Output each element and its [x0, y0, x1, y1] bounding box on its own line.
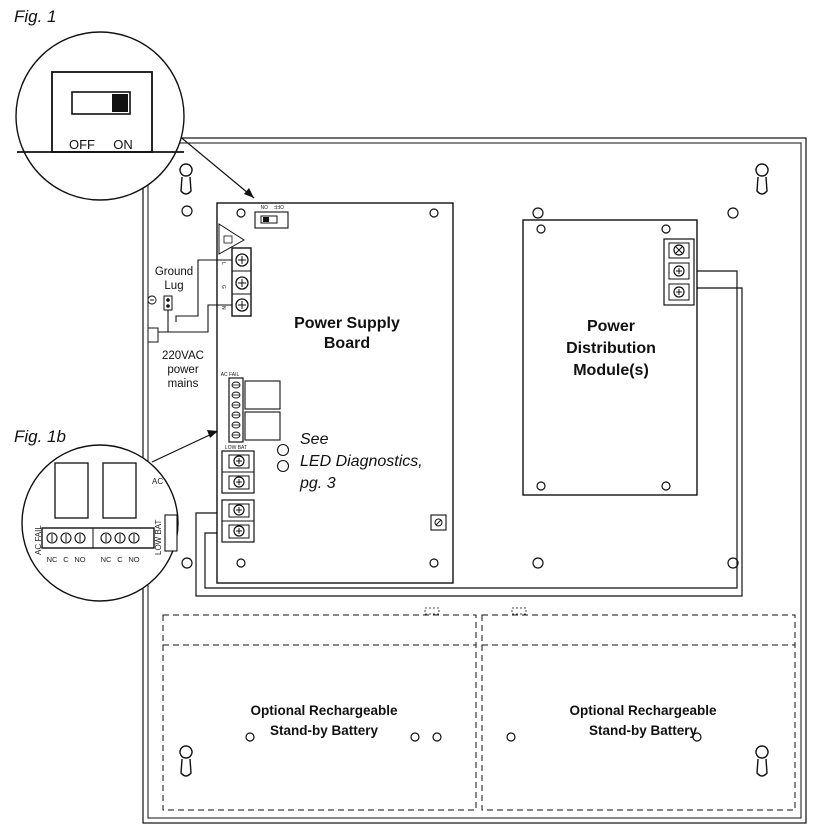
terminal-label-l: L: [220, 262, 226, 265]
screw-terminal-icon[interactable]: [235, 276, 249, 290]
relay-terminal-label-6: NO: [128, 555, 139, 564]
screw-terminal-icon[interactable]: [673, 265, 685, 277]
battery-left-line2: Stand-by Battery: [270, 723, 379, 738]
battery-right: Optional Rechargeable Stand-by Battery: [481, 607, 796, 811]
led-note-line1: See: [300, 431, 329, 448]
screw-terminal-icon[interactable]: [233, 504, 245, 516]
psu-title-line2: Board: [324, 335, 370, 352]
ground-lug-label-line1: Ground: [155, 266, 193, 278]
fig1b-caption: Fig. 1b: [14, 427, 66, 446]
led-note-line2: LED Diagnostics,: [300, 453, 423, 470]
relay-ac-fail-label: AC FAIL: [34, 525, 43, 555]
led-note-line3: pg. 3: [299, 475, 336, 492]
battery-left: Optional Rechargeable Stand-by Battery: [162, 607, 477, 811]
pdm-title-line1: Power: [587, 318, 635, 335]
pdm-title-line2: Distribution: [566, 340, 656, 357]
relay-zoom-callout: AC FAIL LOW BAT AC NC C NO NC C NO: [21, 430, 218, 602]
switch-on-label: ON: [113, 137, 133, 152]
mounting-holes: [181, 205, 739, 742]
relay-low-bat-label: LOW BAT: [154, 519, 163, 555]
relay-terminal-label-2: C: [63, 555, 69, 564]
mains-label-line2: power: [167, 364, 198, 376]
screw-terminal-icon[interactable]: [235, 253, 249, 267]
relay-terminal-label-1: NC: [47, 555, 58, 564]
relay-terminal-label-4: NC: [101, 555, 112, 564]
battery-left-line1: Optional Rechargeable: [250, 703, 398, 718]
pdm-input-terminal-block: [663, 238, 695, 306]
mains-label-line1: 220VAC: [162, 350, 204, 362]
pdm-title-line3: Module(s): [573, 362, 649, 379]
switch-small-off-label: OFF: [274, 203, 284, 209]
led-indicators: [276, 443, 290, 473]
screw-terminal-icon[interactable]: [673, 244, 685, 256]
psu-low-bat-label: LOW BAT: [225, 445, 247, 451]
screw-terminal-icon[interactable]: [235, 298, 249, 312]
dc-output-terminal-block: [221, 499, 255, 543]
mains-label-line3: mains: [168, 378, 199, 390]
switch-small-on-label: ON: [260, 203, 268, 209]
ground-lug-label-line2: Lug: [164, 280, 183, 292]
screw-terminal-icon[interactable]: [233, 476, 245, 488]
battery-right-line1: Optional Rechargeable: [569, 703, 717, 718]
switch-zoom-callout: OFF ON: [15, 31, 255, 201]
battery-right-line2: Stand-by Battery: [589, 723, 698, 738]
ground-lug: [147, 295, 173, 343]
screw-terminal-icon[interactable]: [673, 286, 685, 298]
keyhole-slot-icon: [179, 163, 769, 777]
battery-terminal-block: [221, 450, 255, 494]
terminal-label-g: G: [220, 285, 226, 289]
ground-symbol-icon: [147, 295, 157, 305]
ac-input-terminal-block: L G N: [220, 247, 252, 317]
switch-off-label: OFF: [69, 137, 95, 152]
voltage-switch[interactable]: ON OFF: [254, 203, 289, 229]
warning-triangle-icon: [218, 223, 245, 255]
screw-terminal-icon[interactable]: [233, 525, 245, 537]
dc-output-wires: [195, 270, 743, 597]
psu-title-line1: Power Supply: [294, 315, 400, 332]
screw-terminal-icon[interactable]: [233, 455, 245, 467]
relay-terminal-strip: AC FAIL LOW BAT: [221, 372, 281, 451]
fig1-caption: Fig. 1: [14, 7, 57, 26]
relay-terminal-label-5: C: [117, 555, 123, 564]
mains-wires: [165, 259, 232, 333]
fuse-icon: [430, 514, 447, 531]
relay-terminal-label-3: NO: [74, 555, 85, 564]
psu-ac-fail-label: AC FAIL: [221, 372, 240, 378]
terminal-label-n: N: [220, 306, 226, 310]
relay-edge-label: AC: [152, 477, 163, 486]
